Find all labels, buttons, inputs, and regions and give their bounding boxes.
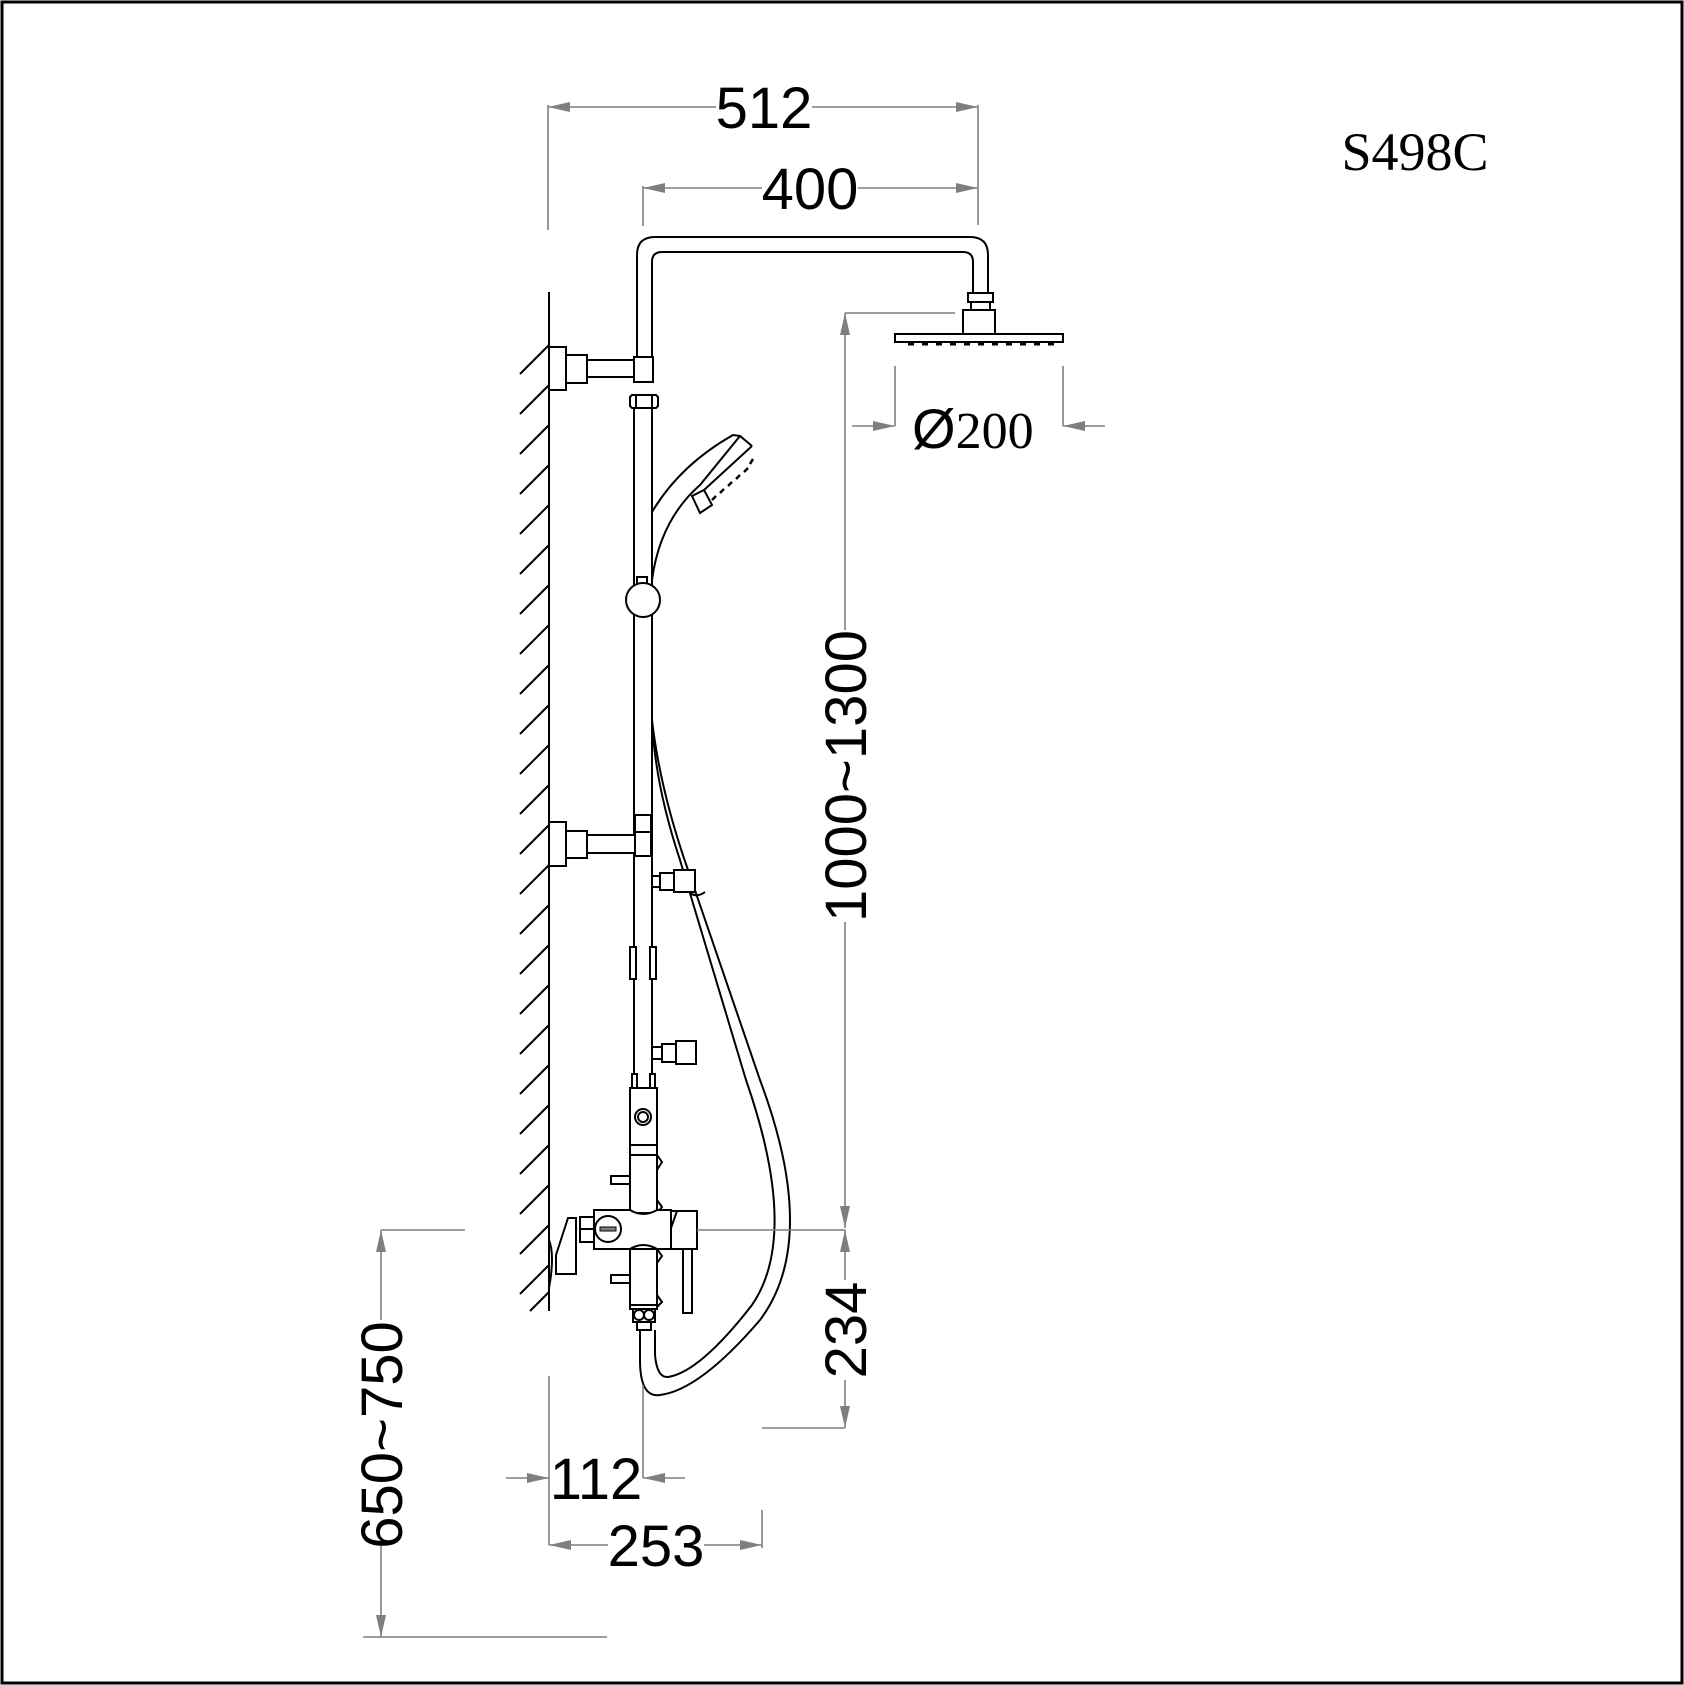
dimension-total-projection: 512 xyxy=(547,76,979,230)
dimension-hand-shower-projection: 253 xyxy=(549,1510,763,1579)
dimension-label-234: 234 xyxy=(814,1282,879,1379)
hand-shower xyxy=(651,433,755,581)
dimension-mixer-height: 650~750 xyxy=(350,1229,607,1638)
hose-holder xyxy=(651,869,696,893)
model-code: S498C xyxy=(1341,122,1488,182)
wall xyxy=(519,292,550,1312)
dimension-label-512: 512 xyxy=(716,76,813,141)
riser-rail xyxy=(633,408,653,1120)
dimension-label-1000-1300: 1000~1300 xyxy=(814,630,879,922)
dimension-label-253: 253 xyxy=(608,1514,705,1579)
shower-hose xyxy=(639,719,791,1397)
diverter-holder xyxy=(651,1040,697,1065)
dimension-arm-reach: 400 xyxy=(642,157,978,226)
shower-mixer xyxy=(548,1154,698,1331)
hand-shower-slider xyxy=(625,576,661,618)
rain-shower-head xyxy=(894,309,1064,346)
wall-hatching xyxy=(519,344,550,1312)
dimension-label-400: 400 xyxy=(762,157,859,222)
dimension-mixer-projection: 112 xyxy=(506,1376,685,1545)
rail-clamps xyxy=(629,946,657,980)
upper-wall-bracket xyxy=(548,346,659,409)
dimension-label-diameter: Ø200 xyxy=(912,397,1034,460)
shower-arm xyxy=(636,236,994,358)
dimension-label-112: 112 xyxy=(550,1447,642,1512)
dimension-column-height: 1000~1300 xyxy=(814,312,955,1228)
dimension-head-diameter: Ø200 xyxy=(852,366,1105,460)
dimension-label-650-750: 650~750 xyxy=(350,1321,415,1548)
lower-wall-bracket xyxy=(548,814,652,867)
dimension-mixer-to-hose: 234 xyxy=(697,1229,879,1429)
diverter-body xyxy=(629,1073,658,1156)
